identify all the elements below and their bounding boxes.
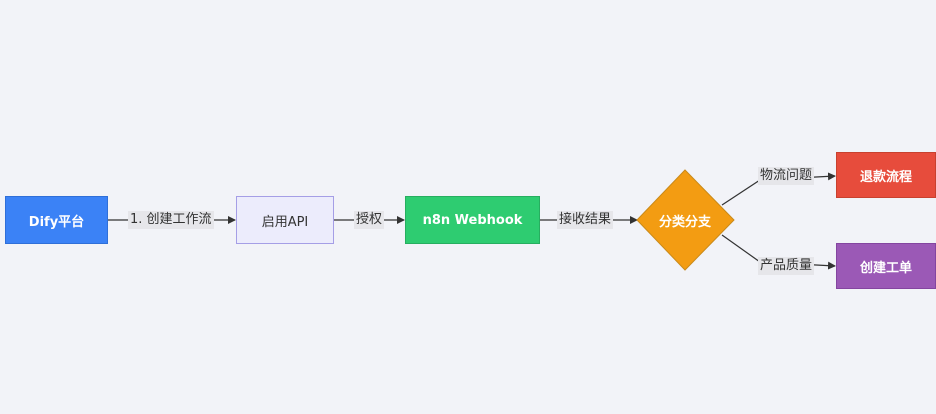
branch-diamond <box>636 169 735 271</box>
node-branch-label: 分类分支 <box>658 214 711 230</box>
edge-label-authorize: 授权 <box>354 211 385 229</box>
edge-label-receive-result: 接收结果 <box>557 211 614 229</box>
edge-label-logistics-issue: 物流问题 <box>758 167 815 185</box>
edge-label-create-workflow: 1. 创建工作流 <box>128 211 214 229</box>
node-create-ticket: 创建工单 <box>836 243 936 289</box>
node-refund-flow: 退款流程 <box>836 152 936 198</box>
node-n8n-webhook: n8n Webhook <box>405 196 540 244</box>
node-enable-api: 启用API <box>236 196 334 244</box>
node-dify-platform: Dify平台 <box>5 196 108 244</box>
edge-label-product-quality: 产品质量 <box>758 257 815 275</box>
